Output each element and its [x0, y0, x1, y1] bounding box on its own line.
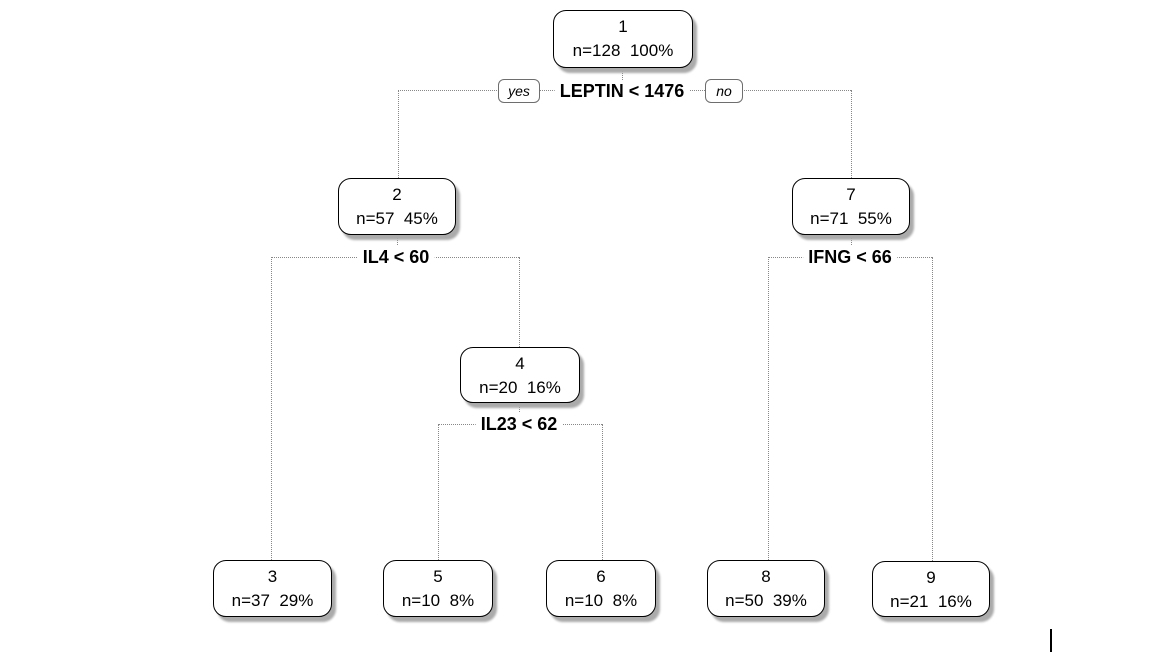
tree-node-4: 4 n=20 16% [460, 347, 580, 403]
text-cursor-mark [1050, 629, 1052, 652]
node-stats: n=10 8% [564, 591, 638, 610]
tree-node-6: 6 n=10 8% [546, 560, 656, 617]
branch-line-to-node-2 [398, 90, 399, 178]
node-stats: n=37 29% [231, 591, 314, 610]
split-label-ifng: IFNG < 66 [803, 246, 897, 268]
node-number: 9 [926, 568, 936, 587]
branch-line-to-node-3 [271, 257, 272, 560]
tree-node-5: 5 n=10 8% [383, 560, 493, 617]
node-number: 6 [596, 567, 606, 586]
branch-line-to-node-4 [519, 257, 520, 347]
node-stats: n=71 55% [810, 209, 892, 228]
split-label-il4: IL4 < 60 [357, 246, 435, 268]
branch-line-to-node-7 [851, 90, 852, 178]
tree-node-9: 9 n=21 16% [872, 561, 990, 617]
node-stats: n=20 16% [479, 378, 561, 397]
branch-line-to-node-8 [768, 257, 769, 560]
node-number: 4 [515, 354, 525, 373]
tree-node-2: 2 n=57 45% [338, 178, 456, 235]
branch-line-root-stem [622, 68, 623, 90]
node-stats: n=57 45% [356, 209, 438, 228]
tree-node-8: 8 n=50 39% [707, 560, 825, 617]
no-badge: no [705, 79, 743, 103]
branch-line-to-node-5 [438, 424, 439, 560]
yes-badge: yes [498, 79, 540, 103]
node-number: 8 [761, 567, 771, 586]
node-stats: n=50 39% [725, 591, 807, 610]
node-number: 5 [433, 567, 443, 586]
branch-line-to-node-9 [932, 257, 933, 561]
node-stats: n=21 16% [890, 592, 972, 611]
node-number: 3 [267, 567, 278, 586]
tree-node-3: 3 n=37 29% [213, 560, 332, 617]
tree-node-1: 1 n=128 100% [553, 10, 693, 68]
node-number: 1 [618, 17, 628, 36]
split-label-leptin: LEPTIN < 1476 [554, 80, 690, 102]
node-stats: n=10 8% [401, 591, 475, 610]
node-number: 7 [846, 185, 856, 204]
node-stats: n=128 100% [572, 41, 674, 60]
tree-node-7: 7 n=71 55% [792, 178, 910, 235]
split-label-il23: IL23 < 62 [475, 413, 563, 435]
node-number: 2 [392, 185, 402, 204]
branch-line-to-node-6 [602, 424, 603, 560]
